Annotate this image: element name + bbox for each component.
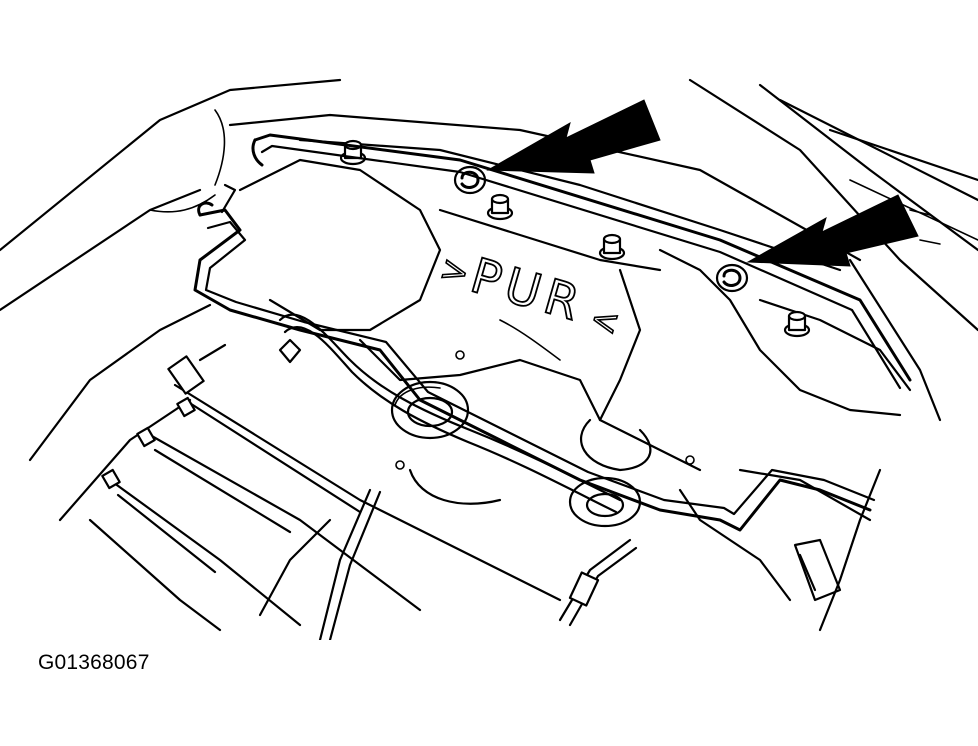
seat-frame-illustration: > PUR < [0,78,978,640]
stud-2 [486,193,514,221]
embossed-marking: > PUR < [435,247,625,346]
stud-4 [783,310,811,338]
embossed-text: PUR [465,248,591,334]
seat-cushion-outline [0,78,342,522]
seat-rails [88,383,638,640]
arrow-right [746,194,919,267]
wire-rod-upper [251,133,912,390]
frame-plate [228,113,912,602]
clip-right [715,263,749,293]
arrow-left [486,99,661,174]
embossed-right-marker: < [586,298,624,344]
wire-rod-lower [193,183,876,532]
stud-3 [598,233,626,261]
figure-id-label: G01368067 [38,651,150,674]
seat-back-outline [688,78,978,632]
grommets [390,380,652,528]
arrow-pointer-icon [486,99,919,267]
connector-parts [101,343,842,607]
mounting-studs [339,139,811,338]
